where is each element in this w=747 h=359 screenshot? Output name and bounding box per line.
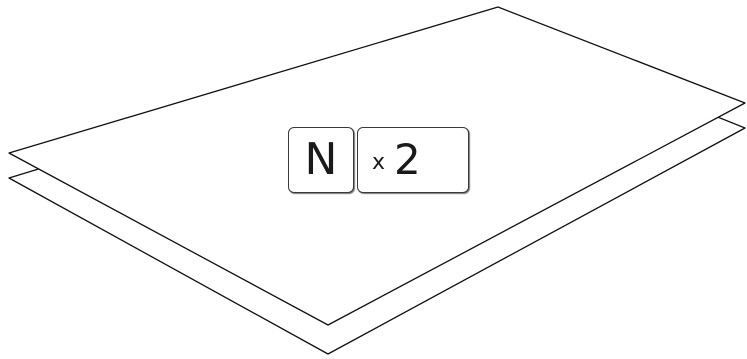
multiplier-badge: x 2 [357, 127, 469, 193]
multiply-symbol: x [372, 152, 385, 174]
multiplier-value: 2 [394, 139, 421, 181]
variable-n-badge: N [288, 127, 354, 193]
variable-n-label: N [305, 138, 338, 182]
